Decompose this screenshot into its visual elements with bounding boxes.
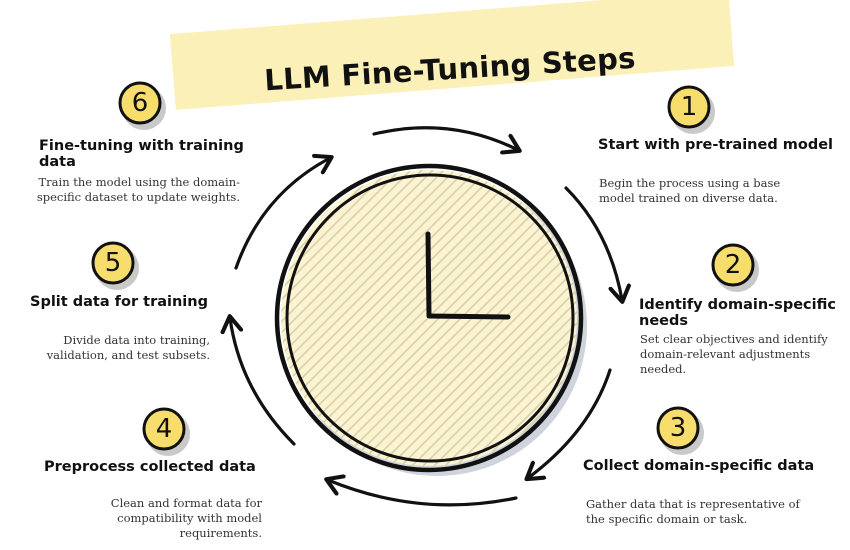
hatch-line [281, 170, 510, 466]
step-3-desc-line-1: Gather data that is representative of [586, 497, 800, 511]
step-2-desc-line-2: domain-relevant adjustments [640, 347, 811, 361]
step-badge-3 [656, 406, 704, 455]
step-6-desc-line-1: Train the model using the domain- [38, 175, 241, 189]
cycle-arrows [230, 126, 622, 507]
step-2-title-line-1: Identify domain-specific [639, 297, 836, 313]
step-number-4: 4 [155, 414, 173, 444]
hatch-line [281, 170, 576, 466]
hatch-line [379, 170, 577, 466]
clock-inner-ring [285, 173, 575, 463]
step-6-desc-line-2: specific dataset to update weights. [36, 190, 240, 204]
clock-outer-ring [274, 163, 584, 473]
step-badge-4 [142, 407, 190, 456]
hatch-line [281, 170, 532, 466]
hatch-line [281, 170, 466, 466]
hatch-line [281, 170, 455, 466]
step-4-desc-line-2: compatibility with model [117, 511, 262, 525]
step-2-desc-line-1: Set clear objectives and identify [640, 332, 828, 346]
step-5-desc-line-2: validation, and test subsets. [46, 348, 210, 362]
step-1-title: Start with pre-trained model [598, 137, 834, 153]
hatch-line [401, 170, 577, 466]
hatch-line [346, 170, 577, 466]
arrow-left-lower [230, 318, 296, 446]
arrow-top-right [372, 126, 518, 150]
step-5-title: Split data for training [30, 294, 208, 310]
step-number-6: 6 [131, 88, 149, 118]
hatch-line [281, 170, 422, 466]
step-6-title-line-2: data [39, 154, 76, 170]
hatch-line [434, 170, 577, 466]
hatch-line [281, 170, 521, 466]
hatch-line [281, 170, 554, 466]
step-badge-2 [711, 243, 759, 292]
hatch-line [281, 170, 488, 466]
step-number-2: 2 [724, 250, 742, 280]
step-5-desc-line-1: Divide data into training, [63, 333, 210, 347]
step-1-desc-line-2: model trained on diverse data. [599, 191, 778, 205]
hatch-line [281, 170, 477, 466]
step-number-1: 1 [680, 92, 698, 122]
step-3-desc-line-2: the specific domain or task. [586, 512, 748, 526]
hatch-line [335, 170, 577, 466]
arrow-right-lower [528, 368, 612, 478]
step-1-desc-line-1: Begin the process using a base [599, 176, 781, 190]
step-2-title-line-2: needs [639, 313, 689, 329]
hatch-line [281, 170, 433, 466]
clock-hands [425, 231, 511, 320]
hatch-line [357, 170, 577, 466]
step-number-5: 5 [104, 248, 122, 278]
hatch-line [281, 170, 499, 466]
hatch-line [281, 170, 543, 466]
hatch-line [281, 170, 444, 466]
hatch-line [423, 170, 577, 466]
arrow-left-upper [234, 158, 330, 270]
step-4-desc-line-1: Clean and format data for [110, 496, 262, 510]
step-badge-6 [118, 81, 166, 130]
clock-icon [274, 163, 587, 476]
hatch-line [390, 170, 577, 466]
hatch-line [281, 170, 565, 466]
step-4-desc-line-3: requirements. [179, 526, 262, 540]
arrow-right-upper [564, 186, 622, 300]
hatch-line [368, 170, 577, 466]
step-4-title: Preprocess collected data [44, 459, 256, 475]
step-badge-1 [667, 85, 715, 134]
arrow-bottom [328, 480, 518, 507]
step-badge-5 [91, 241, 139, 290]
step-number-3: 3 [669, 413, 687, 443]
hatch-line [412, 170, 577, 466]
step-2-desc-line-3: needed. [640, 362, 687, 376]
step-6-title-line-1: Fine-tuning with training [39, 138, 244, 154]
step-3-title: Collect domain-specific data [583, 458, 815, 474]
